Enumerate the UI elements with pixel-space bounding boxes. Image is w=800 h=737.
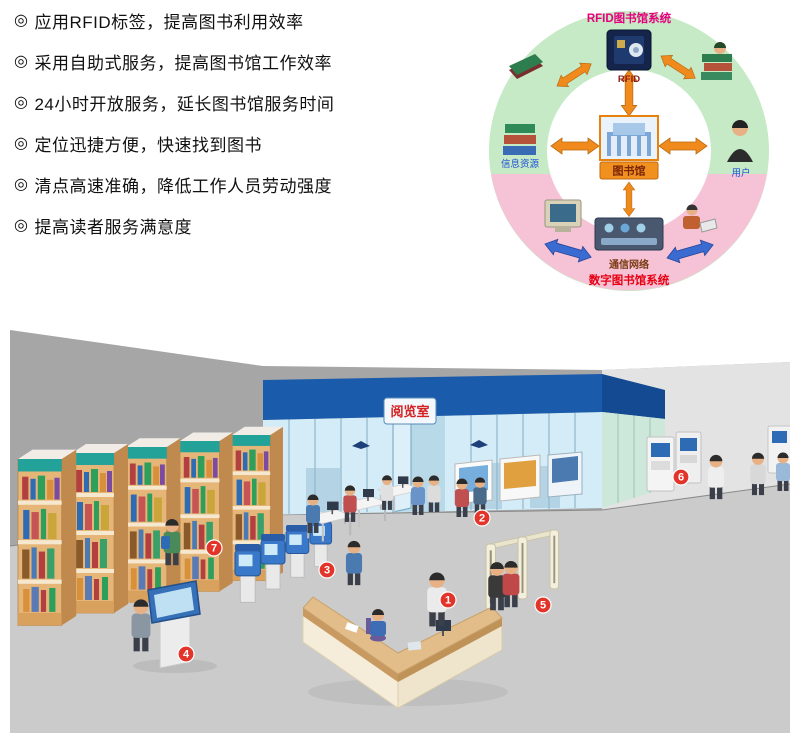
info-kiosk	[133, 580, 217, 673]
network-label: 通信网络	[609, 258, 649, 271]
books-stack-icon	[701, 42, 732, 80]
security-gates	[485, 529, 560, 611]
desk-papers	[344, 622, 359, 633]
svg-text:7: 7	[211, 543, 217, 555]
marker-3: 3	[318, 561, 336, 579]
library-label: 图书馆	[613, 164, 646, 178]
media-stack-icon	[503, 124, 536, 155]
feature-list: ◎ 应用RFID标签，提高图书利用效率 ◎ 采用自助式服务，提高图书馆工作效率 ◎ 2…	[14, 8, 484, 254]
feature-text: 应用RFID标签，提高图书利用效率	[34, 12, 304, 32]
library-center-icon	[599, 115, 659, 161]
marker-6: 6	[672, 468, 690, 486]
marker-4: 4	[177, 645, 195, 663]
staff-at-desk	[366, 609, 386, 642]
reading-room-sign-text: 阅览室	[390, 404, 429, 419]
bullet-icon: ◎	[14, 217, 29, 234]
feature-text: 24小时开放服务，延长图书馆服务时间	[34, 94, 335, 114]
reading-room-sign	[383, 397, 437, 425]
svg-text:5: 5	[540, 600, 546, 612]
rfid-chip-icon	[606, 29, 652, 71]
marker-7: 7	[205, 539, 223, 557]
computer-icon	[544, 199, 582, 232]
library-scene-svg: 阅览室	[9, 330, 792, 733]
bullet-icon: ◎	[14, 135, 29, 152]
digital-library-label: 数字图书馆系统	[589, 273, 670, 287]
marker-1: 1	[439, 591, 457, 609]
info-resources-label: 信息资源	[501, 158, 540, 170]
library-label-box	[599, 161, 659, 180]
svg-text:6: 6	[678, 472, 684, 484]
feature-text: 定位迅捷方便，快速找到图书	[34, 135, 262, 155]
bullet-icon: ◎	[14, 12, 29, 29]
feature-text: 清点高速准确，降低工作人员劳动强度	[34, 176, 332, 196]
people	[131, 452, 790, 652]
network-equipment-icon	[594, 217, 664, 251]
svg-text:2: 2	[479, 513, 485, 525]
library-scene: 阅览室	[9, 318, 792, 733]
bullet-icon: ◎	[14, 53, 29, 70]
feature-text: 采用自助式服务，提高图书馆工作效率	[34, 53, 332, 73]
open-door-panel	[392, 411, 412, 513]
feature-text: 提高读者服务满意度	[34, 217, 192, 237]
bullet-icon: ◎	[14, 176, 29, 193]
desk-laptop	[407, 641, 422, 651]
svg-text:4: 4	[183, 649, 190, 661]
reception-desk	[302, 596, 508, 709]
entrance-band	[263, 374, 602, 420]
laptop-user-icon	[683, 204, 718, 233]
rfid-label: RFID	[618, 74, 640, 85]
entrance-band-side	[602, 374, 665, 419]
feature-item: ◎ 应用RFID标签，提高图书利用效率	[14, 8, 484, 32]
svg-text:1: 1	[445, 595, 451, 607]
marker-2: 2	[473, 509, 491, 527]
rfid-diagram-svg: RFID图书馆系统 RFID 信息资源 用户 图书馆 通信网络 数字图书馆系统	[489, 11, 769, 291]
book-icon	[509, 54, 543, 79]
svg-text:3: 3	[324, 565, 330, 577]
feature-item: ◎ 定位迅捷方便，快速找到图书	[14, 131, 484, 155]
feature-item: ◎ 清点高速准确，降低工作人员劳动强度	[14, 172, 484, 196]
feature-item: ◎ 24小时开放服务，延长图书馆服务时间	[14, 90, 484, 114]
rfid-system-diagram: RFID图书馆系统 RFID 信息资源 用户 图书馆 通信网络 数字图书馆系统	[488, 4, 780, 300]
marker-5: 5	[534, 596, 552, 614]
feature-item: ◎ 提高读者服务满意度	[14, 213, 484, 237]
backpack	[161, 536, 170, 549]
diagram-title: RFID图书馆系统	[587, 11, 672, 25]
feature-item: ◎ 采用自助式服务，提高图书馆工作效率	[14, 49, 484, 73]
bullet-icon: ◎	[14, 94, 29, 111]
user-label: 用户	[731, 167, 750, 179]
user-icon	[727, 120, 753, 162]
